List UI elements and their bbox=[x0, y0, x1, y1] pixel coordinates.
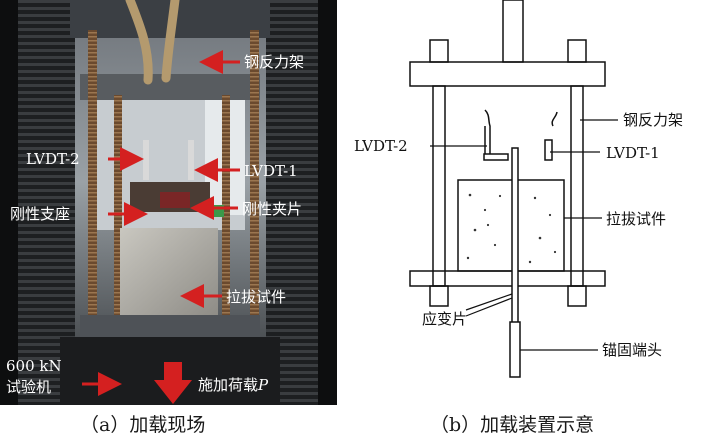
apply-load-arrow bbox=[154, 362, 192, 404]
aggregate-speckles bbox=[466, 193, 557, 264]
schem-label-strain-gauge: 应变片 bbox=[422, 310, 467, 328]
bottom-nut-left bbox=[429, 285, 449, 307]
schem-label-lvdt-1: LVDT-1 bbox=[606, 144, 660, 162]
lvdt-2-sensor bbox=[143, 140, 149, 180]
photo-label-rigid-support: 刚性支座 bbox=[10, 205, 70, 223]
machine-right-edge bbox=[318, 0, 337, 405]
specimen-block bbox=[457, 179, 565, 272]
right-rod bbox=[570, 85, 584, 287]
threaded-rod-1 bbox=[88, 30, 97, 330]
photo-label-rigid-clip: 刚性夹片 bbox=[242, 200, 302, 218]
top-nut-left bbox=[429, 39, 449, 63]
loading-rod-top bbox=[502, 0, 524, 63]
schem-label-anchor-head: 锚固端头 bbox=[602, 341, 662, 359]
threaded-rod-3 bbox=[222, 95, 230, 325]
photo-label-steel-frame: 钢反力架 bbox=[244, 53, 304, 71]
top-plate bbox=[409, 61, 606, 87]
steel-bar bbox=[511, 147, 519, 329]
photo-label-apply-load-text: 施加荷载 bbox=[198, 376, 258, 394]
photo-label-apply-load: 施加荷载P bbox=[198, 376, 269, 394]
lvdt-2-sensor-drawing bbox=[483, 109, 509, 161]
photo-label-apply-load-symbol: P bbox=[257, 376, 269, 394]
left-rod bbox=[432, 85, 446, 287]
loading-device-schematic: 钢反力架 LVDT-2 LVDT-1 拉拔试件 应变片 锚固端头 bbox=[354, 0, 683, 378]
concrete-specimen bbox=[120, 228, 218, 316]
lower-steel-plate bbox=[80, 315, 260, 337]
anchor-head bbox=[509, 321, 521, 378]
lvdt-1-sensor-drawing bbox=[544, 111, 558, 161]
rope bbox=[125, 0, 180, 85]
strain-gauge-leader bbox=[465, 293, 513, 317]
photo-label-machine-line1: 600 kN bbox=[6, 357, 62, 375]
caption-b: （b）加载装置示意 bbox=[430, 414, 595, 436]
top-nut-right bbox=[567, 39, 587, 63]
bottom-plate bbox=[409, 270, 606, 287]
caption-a: （a）加载现场 bbox=[80, 414, 206, 436]
photo-label-lvdt-1: LVDT-1 bbox=[244, 162, 298, 180]
schem-label-pullout-specimen: 拉拔试件 bbox=[606, 210, 666, 228]
lvdt-1-sensor bbox=[188, 140, 194, 180]
photo-label-lvdt-2: LVDT-2 bbox=[26, 150, 80, 168]
rigid-clip-block bbox=[160, 192, 190, 208]
bottom-nut-right bbox=[567, 285, 587, 307]
photo-label-machine-line2: 试验机 bbox=[6, 378, 51, 396]
schem-label-lvdt-2: LVDT-2 bbox=[354, 137, 408, 155]
machine-left-edge bbox=[0, 0, 18, 405]
threaded-rod-4 bbox=[250, 30, 259, 330]
photo-label-pullout-specimen: 拉拔试件 bbox=[226, 288, 286, 306]
schem-label-steel-frame: 钢反力架 bbox=[623, 111, 683, 129]
threaded-rod-2 bbox=[114, 95, 122, 325]
loading-site-photo: 钢反力架 LVDT-2 LVDT-1 刚性支座 刚性夹片 拉拔试件 600 kN… bbox=[0, 0, 337, 405]
